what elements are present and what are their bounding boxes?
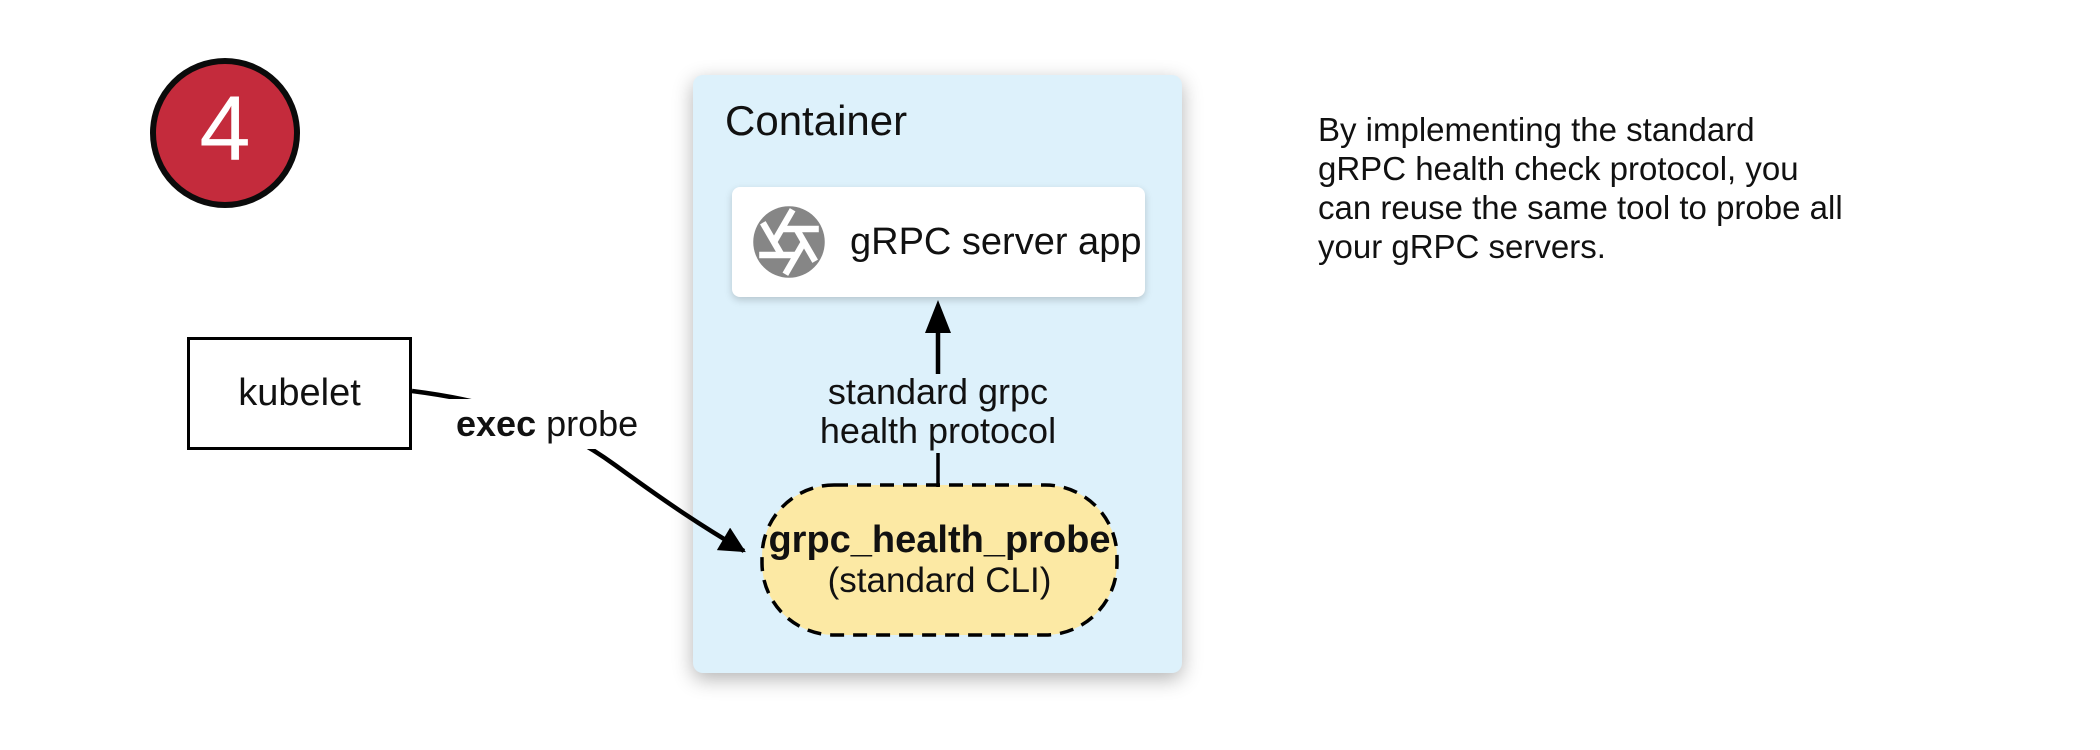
aperture-icon	[753, 206, 825, 278]
kubelet-box: kubelet	[187, 337, 412, 450]
note-paragraph: By implementing the standard gRPC health…	[1318, 110, 1843, 266]
step-badge: 4	[150, 58, 300, 208]
note-line: gRPC health check protocol, you	[1318, 150, 1799, 187]
note-line: your gRPC servers.	[1318, 228, 1606, 265]
container-title: Container	[725, 97, 908, 144]
grpc-server-label: gRPC server app	[850, 220, 1142, 263]
health-protocol-label: standard grpc health protocol	[788, 372, 1088, 450]
exec-probe-label-rest: probe	[536, 403, 639, 444]
note-line: can reuse the same tool to probe all	[1318, 189, 1843, 226]
health-protocol-label-line2: health protocol	[819, 410, 1057, 451]
probe-pill-title: grpc_health_probe	[768, 519, 1111, 561]
exec-probe-label: exec probe	[448, 399, 647, 449]
kubelet-label: kubelet	[238, 372, 361, 414]
grpc-server-card: gRPC server app	[732, 187, 1145, 297]
step-number: 4	[199, 78, 251, 180]
health-protocol-label-line1: standard grpc	[827, 371, 1049, 412]
probe-pill: grpc_health_probe (standard CLI)	[762, 485, 1117, 635]
note-line: By implementing the standard	[1318, 111, 1755, 148]
exec-probe-label-bold: exec	[456, 403, 537, 444]
probe-pill-subtitle: (standard CLI)	[827, 561, 1052, 600]
